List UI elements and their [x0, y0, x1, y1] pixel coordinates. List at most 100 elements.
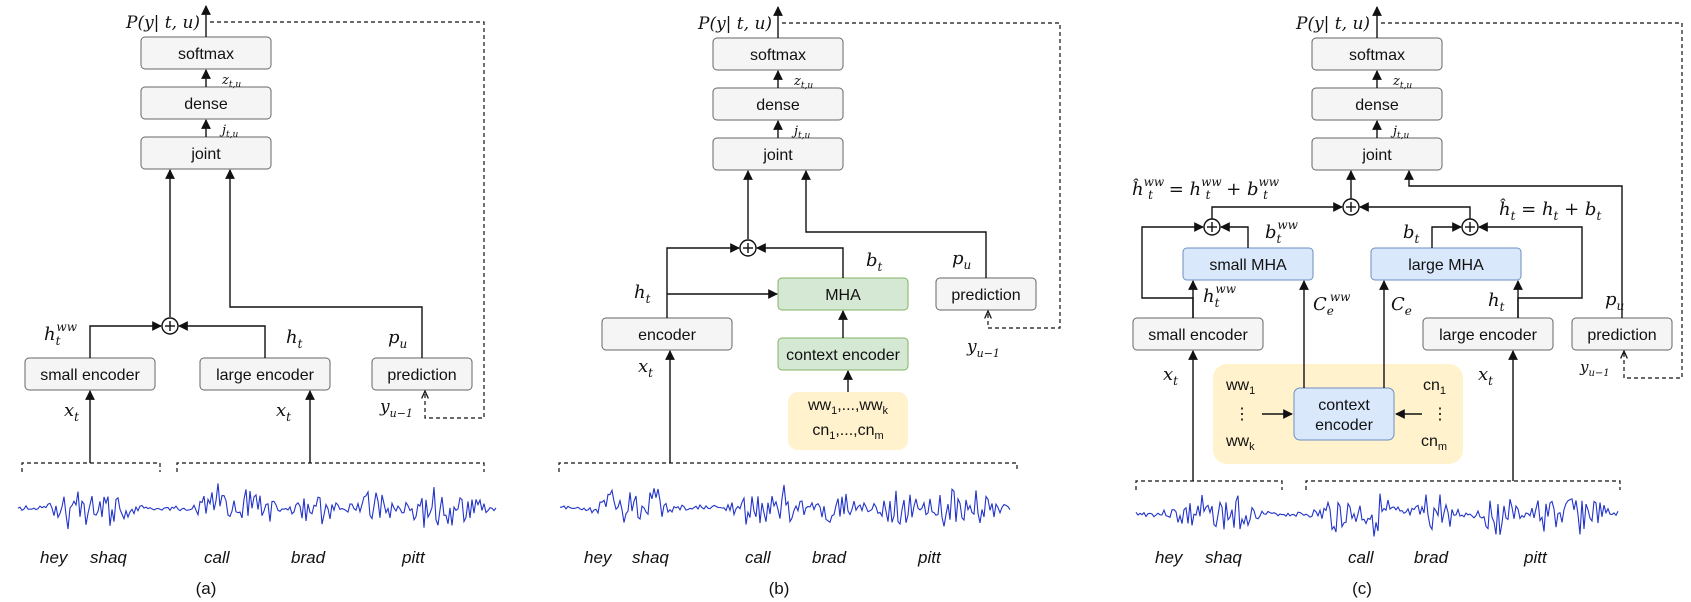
svg-text:encoder: encoder: [638, 327, 696, 344]
svg-text:softmax: softmax: [750, 47, 806, 64]
output-label-b: P(y| t, u): [697, 14, 772, 34]
svg-text:ww1,...,wwk: ww1,...,wwk: [807, 397, 889, 417]
svg-text:large encoder: large encoder: [216, 367, 315, 384]
joint-box-c: joint: [1311, 137, 1443, 171]
prediction-joint-arrow-c: [1404, 170, 1623, 318]
feedback-dashed-a: [210, 21, 485, 419]
bracket-wake-a: [21, 462, 161, 472]
j-label-c: jt,u: [1390, 124, 1410, 141]
small-enc-sum-arrow-a: [89, 321, 162, 358]
svg-text:joint: joint: [762, 147, 793, 164]
dense-box-c: dense: [1311, 87, 1443, 121]
word-pitt-a: pitt: [401, 548, 426, 567]
panel-b: softmax dense joint encoder MHA context …: [558, 6, 1061, 598]
waveform-c: [1135, 493, 1619, 537]
b-ww-label-c: btww: [1265, 218, 1299, 246]
p-label-c: pu: [1605, 289, 1624, 313]
feedback-dashed-c: [1381, 22, 1683, 379]
prediction-box-b: prediction: [935, 277, 1037, 311]
j-label-b: jt,u: [791, 124, 811, 141]
prediction-joint-arrow-b: [801, 170, 987, 278]
x-large-label-a: xt: [276, 400, 291, 424]
z-label-c: zt,u: [1392, 74, 1412, 91]
output-label-c: P(y| t, u): [1295, 14, 1370, 34]
caption-b: (b): [769, 579, 790, 598]
x-label-b: xt: [638, 356, 653, 380]
svg-text:⋮: ⋮: [1234, 406, 1250, 423]
b-label-c: bt: [1403, 222, 1420, 246]
p-label-a: pu: [388, 327, 407, 351]
y-prev-label-b: yu−1: [966, 337, 1000, 360]
svg-text:encoder: encoder: [1315, 417, 1373, 434]
caption-c: (c): [1352, 579, 1372, 598]
waveform-b: [559, 484, 1011, 527]
output-label-a: P(y| t, u): [125, 13, 200, 33]
svg-text:wwk: wwk: [1225, 433, 1255, 453]
svg-text:softmax: softmax: [178, 46, 234, 63]
x-large-label-c: xt: [1478, 364, 1493, 388]
panel-a: softmax dense joint small encoder large …: [17, 5, 497, 598]
large-encoder-box-a: large encoder: [199, 357, 331, 391]
panel-c: softmax dense joint small MHA large MHA …: [1132, 6, 1683, 598]
svg-text:prediction: prediction: [951, 287, 1020, 304]
word-shaq-a: shaq: [90, 548, 127, 567]
svg-text:MHA: MHA: [825, 287, 861, 304]
small-mha-box-c: small MHA: [1182, 247, 1314, 281]
svg-text:joint: joint: [1361, 147, 1392, 164]
sum-node-b: [739, 239, 757, 257]
svg-text:dense: dense: [184, 96, 228, 113]
context-encoder-box-c: context encoder: [1293, 387, 1395, 441]
bracket-query-c: [1305, 480, 1621, 490]
bracket-wake-c: [1135, 480, 1283, 490]
prediction-box-c: prediction: [1571, 317, 1673, 351]
h-label-c: ht: [1488, 290, 1505, 314]
small-mha-sum-arrow-c: [1220, 222, 1249, 248]
small-encoder-box-a: small encoder: [24, 357, 156, 391]
svg-text:context: context: [1318, 397, 1370, 414]
bracket-query-a: [176, 462, 485, 472]
large-sum-center-arrow-c: [1359, 202, 1471, 227]
svg-text:⋮: ⋮: [1432, 406, 1448, 423]
h-ww-label-a: htww: [44, 320, 78, 348]
svg-text:large encoder: large encoder: [1439, 327, 1538, 344]
y-prev-label-c: yu−1: [1579, 358, 1610, 379]
svg-text:softmax: softmax: [1349, 47, 1405, 64]
svg-text:small MHA: small MHA: [1209, 257, 1287, 274]
svg-text:cn1,...,cnm: cn1,...,cnm: [812, 422, 883, 442]
feedback-dashed-b: [782, 22, 1061, 329]
svg-text:cn1: cn1: [1423, 377, 1446, 397]
encoder-sum-arrow-b: [666, 243, 740, 318]
svg-text:small encoder: small encoder: [1148, 327, 1248, 344]
joint-box-a: joint: [140, 136, 272, 170]
word-shaq-b: shaq: [632, 548, 669, 567]
context-encoder-box-b: context encoder: [777, 337, 909, 371]
word-hey-b: hey: [584, 548, 613, 567]
svg-text:context encoder: context encoder: [786, 347, 901, 364]
large-enc-sum-arrow-a: [178, 321, 266, 358]
c-ww-label-c: Ceww: [1313, 290, 1351, 318]
j-label-a: jt,u: [219, 123, 239, 140]
word-brad-c: brad: [1414, 548, 1449, 567]
svg-text:ww1: ww1: [1225, 377, 1255, 397]
sum-node-large-c: [1461, 218, 1479, 236]
word-pitt-c: pitt: [1523, 548, 1548, 567]
z-label-b: zt,u: [793, 74, 813, 91]
h-ww-label-c: htww: [1203, 282, 1237, 310]
svg-text:dense: dense: [756, 97, 800, 114]
sum-node-a: [161, 317, 179, 335]
sum-node-center-c: [1342, 198, 1360, 216]
z-label-a: zt,u: [221, 73, 241, 90]
word-call-a: call: [204, 548, 231, 567]
dense-box-a: dense: [140, 86, 272, 120]
svg-text:cnm: cnm: [1421, 433, 1447, 453]
equation-h-c: ĥt = ht + bt: [1499, 197, 1601, 223]
joint-box-b: joint: [712, 137, 844, 171]
svg-text:joint: joint: [190, 146, 221, 163]
dense-box-b: dense: [712, 87, 844, 121]
word-shaq-c: shaq: [1205, 548, 1242, 567]
b-label-b: bt: [866, 250, 883, 274]
h-label-a: ht: [286, 327, 303, 351]
